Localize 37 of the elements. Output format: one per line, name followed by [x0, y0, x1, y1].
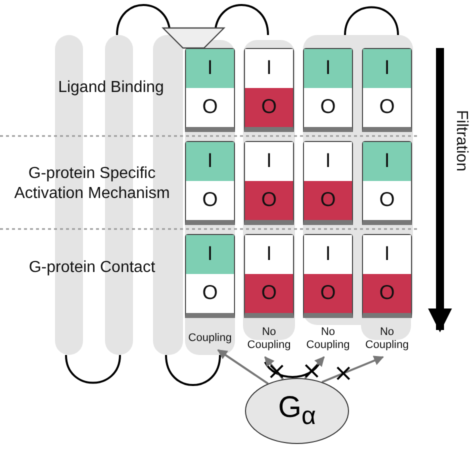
coupling-label: No Coupling — [300, 326, 356, 352]
switch-label: O — [245, 88, 293, 127]
coupling-label: No Coupling — [359, 326, 415, 352]
toggle-switch — [244, 48, 294, 132]
coupling-label: Coupling — [182, 332, 238, 345]
switch-label: I — [186, 49, 234, 88]
coupling-label: No Coupling — [241, 326, 297, 352]
switch-label: I — [363, 49, 411, 88]
arrow — [217, 349, 269, 384]
switch-label: I — [363, 142, 411, 181]
switch-label: I — [186, 142, 234, 181]
switch-label: O — [245, 181, 293, 220]
toggle-switch — [303, 141, 353, 225]
switch-label: O — [245, 274, 293, 313]
toggle-switch — [303, 234, 353, 318]
arrow — [264, 356, 284, 380]
node-text: G$_{α}$ — [278, 391, 316, 431]
switch-label: O — [304, 181, 352, 220]
toggle-switch — [185, 48, 235, 132]
row-label: G-protein Contact — [28, 258, 156, 278]
toggle-switch — [362, 141, 412, 225]
arrow — [304, 356, 325, 380]
switch-label: I — [304, 49, 352, 88]
toggle-switch — [303, 48, 353, 132]
toggle-switch — [362, 48, 412, 132]
switch-label: O — [304, 274, 352, 313]
switch-label: I — [186, 235, 234, 274]
toggle-switch — [244, 141, 294, 225]
toggle-switch — [185, 234, 235, 318]
toggle-switch — [185, 141, 235, 225]
axis-label: Filtration — [452, 110, 470, 172]
arrow — [322, 356, 384, 383]
row-label: Ligand Binding — [57, 78, 165, 98]
toggle-switch — [244, 234, 294, 318]
toggle-switch — [362, 234, 412, 318]
switch-label: O — [363, 274, 411, 313]
row-label: G-protein Specific Activation Mechanism — [13, 164, 171, 204]
